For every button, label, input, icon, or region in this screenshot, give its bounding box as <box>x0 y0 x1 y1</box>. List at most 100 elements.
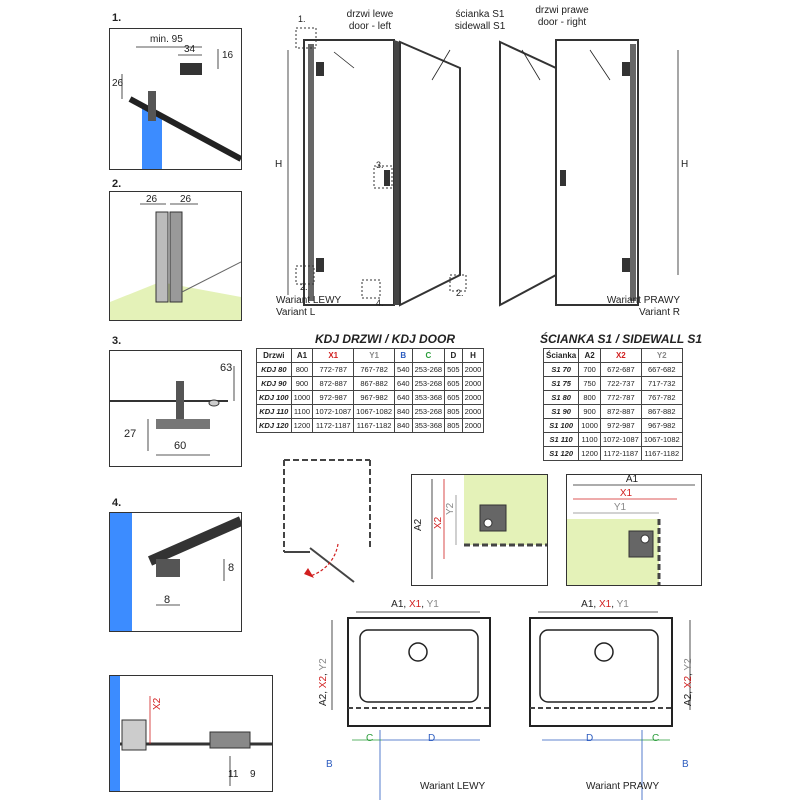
detail-3-drawing <box>110 366 235 456</box>
plan-left-c: C <box>366 733 374 744</box>
table-cell: S1 100 <box>542 418 580 433</box>
profile-right-drawing <box>567 484 695 585</box>
profile-left <box>155 211 169 303</box>
door-swing-diagram <box>283 459 371 583</box>
detail-2-drawing <box>110 203 241 320</box>
door_table-header-cell: Drzwi <box>256 348 292 363</box>
table-cell: 1172-1187 <box>312 418 355 433</box>
callout-1: 1. <box>298 14 306 24</box>
table-cell: 1067-1082 <box>353 404 396 419</box>
table-cell: 2000 <box>461 390 485 405</box>
handle-base <box>156 419 210 429</box>
variant-right-pl: Wariant PRAWY <box>606 295 680 306</box>
detail-2-panel: 26 26 <box>109 191 242 321</box>
table-cell: 867-882 <box>353 376 396 391</box>
dim-16: 16 <box>222 50 234 61</box>
detail-4-panel: 8 8 <box>109 512 242 632</box>
table-cell: 605 <box>444 376 463 391</box>
wall_table-header-cell: A2 <box>578 348 601 363</box>
table-cell: 700 <box>578 362 601 377</box>
right-sidewall <box>499 40 557 307</box>
profile-left-drawing <box>431 475 547 579</box>
variant-left-en: Variant L <box>276 307 316 318</box>
table-cell: 840 <box>394 404 413 419</box>
left-hinge-profile <box>308 44 314 301</box>
door-open-leaf <box>309 547 355 583</box>
table-cell: 2000 <box>461 404 485 419</box>
table-cell: KDJ 120 <box>256 418 292 433</box>
plan-left-d: D <box>428 733 436 744</box>
detail-5-drawing <box>110 676 272 791</box>
table-cell: 1067-1082 <box>640 432 683 447</box>
wall_table-header-cell: X2 <box>599 348 642 363</box>
dim-9: 9 <box>250 769 256 780</box>
plan-right-top-dim: A1, X1, Y1 <box>581 599 629 610</box>
table-cell: 900 <box>290 376 314 391</box>
dim-y1: Y1 <box>613 502 627 513</box>
table-cell: 353-368 <box>411 390 446 405</box>
table-cell: 2000 <box>461 418 485 433</box>
plan-variant-right: Wariant PRAWY <box>586 781 660 792</box>
table-cell: 505 <box>444 362 463 377</box>
table-cell: 867-882 <box>640 404 683 419</box>
table-cell: 1200 <box>578 446 601 461</box>
dim-60: 60 <box>174 440 187 452</box>
table-cell: S1 90 <box>542 404 580 419</box>
section-number-2: 2. <box>112 178 122 190</box>
table-cell: 540 <box>394 362 413 377</box>
variant-right-en: Variant R <box>639 307 680 318</box>
left-plan-frame <box>347 617 491 727</box>
profile-detail-left: A2 X2 Y2 <box>411 474 548 586</box>
plan-right-c: C <box>652 733 660 744</box>
table-cell: 605 <box>444 390 463 405</box>
label-left-door-pl: drzwi lewe <box>346 9 394 20</box>
seal-cross-section <box>156 559 180 577</box>
door-table-title: KDJ DRZWI / KDJ DOOR <box>315 332 456 346</box>
callout-4: 4. <box>376 298 384 308</box>
wall_table-header-cell: Y2 <box>640 348 683 363</box>
table-cell: 972-987 <box>312 390 355 405</box>
table-cell: 1000 <box>578 418 601 433</box>
right-door-frame <box>555 39 639 306</box>
bracket <box>180 63 202 75</box>
dim-x2: X2 <box>152 697 163 710</box>
table-cell: 672-687 <box>599 362 642 377</box>
table-cell: 900 <box>578 404 601 419</box>
table-cell: 717-732 <box>640 376 683 391</box>
table-cell: 253-268 <box>411 404 446 419</box>
table-cell: 967-982 <box>353 390 396 405</box>
plan-right-side-dim: A2, X2, Y2 <box>683 658 694 706</box>
variant-left-pl: Wariant LEWY <box>276 295 342 306</box>
table-cell: 840 <box>394 418 413 433</box>
table-cell: S1 110 <box>542 432 580 447</box>
hinge-profile <box>148 91 156 121</box>
label-right-door-en: door - right <box>537 17 587 28</box>
table-cell: 1072-1087 <box>312 404 355 419</box>
table-cell: S1 70 <box>542 362 580 377</box>
table-cell: S1 120 <box>542 446 580 461</box>
table-cell: 967-982 <box>640 418 683 433</box>
table-cell: 767-782 <box>640 390 683 405</box>
table-cell: 805 <box>444 404 463 419</box>
door_table-header-cell: C <box>411 348 446 363</box>
plan-left-side-dim: A2, X2, Y2 <box>318 658 329 706</box>
plan-variant-left: Wariant LEWY <box>420 781 486 792</box>
label-sidewall-en: sidewall S1 <box>454 21 506 32</box>
callout-3: 3. <box>376 160 384 170</box>
table-cell: S1 80 <box>542 390 580 405</box>
section-number-3: 3. <box>112 335 122 347</box>
table-cell: 772-787 <box>599 390 642 405</box>
table-cell: 1167-1182 <box>640 446 683 461</box>
left-tray <box>359 629 479 703</box>
table-cell: 722-737 <box>599 376 642 391</box>
